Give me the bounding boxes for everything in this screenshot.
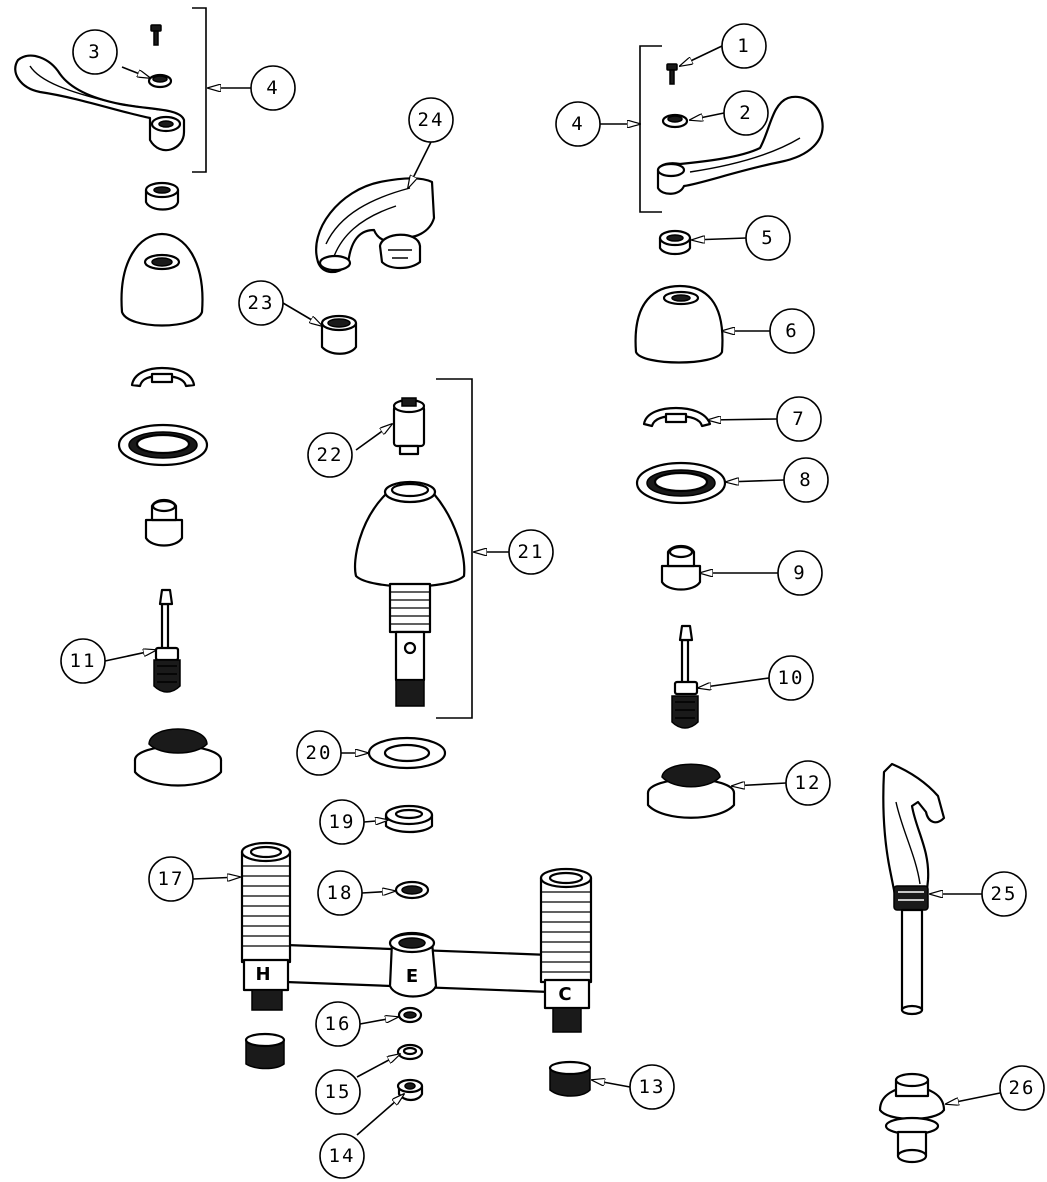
right-coupling-nut: [548, 1060, 592, 1097]
callout-22: 22: [307, 432, 353, 478]
callout-10: 10: [768, 655, 814, 701]
right-insert: [658, 229, 692, 256]
callout-9: 9: [777, 550, 823, 596]
callout-17: 17: [148, 856, 194, 902]
right-escutcheon: [635, 461, 727, 505]
right-screw: [666, 63, 678, 85]
callout-13: 13: [629, 1064, 675, 1110]
spray-head: [882, 762, 946, 1016]
callout-7: 7: [776, 396, 822, 442]
callout-6: 6: [769, 308, 815, 354]
callout-24: 24: [408, 97, 454, 143]
svg-text:6: 6: [785, 320, 798, 342]
right-retaining-clip: [642, 406, 712, 428]
callout-11: 11: [60, 638, 106, 684]
left-cartridge: [153, 588, 181, 693]
svg-text:4: 4: [571, 113, 584, 135]
callout-18: 18: [317, 870, 363, 916]
right-bonnet-nut: [660, 544, 702, 591]
svg-text:2: 2: [739, 102, 752, 124]
svg-text:7: 7: [792, 408, 805, 430]
callout-3: 3: [72, 29, 118, 75]
left-coupling-nut: [244, 1032, 286, 1070]
right-index-button: [661, 113, 689, 129]
center-locknut: [384, 804, 434, 834]
svg-text:15: 15: [325, 1081, 352, 1103]
left-locknut: [133, 728, 223, 787]
callout-14: 14: [319, 1133, 365, 1179]
left-retaining-clip: [130, 366, 196, 388]
hot-mark: H: [255, 964, 270, 985]
svg-text:1: 1: [737, 35, 750, 57]
hose-guide: [878, 1072, 946, 1164]
left-bonnet-nut: [144, 498, 184, 547]
callout-20: 20: [296, 730, 342, 776]
aerator: [320, 314, 358, 355]
callout-8: 8: [783, 457, 829, 503]
right-wrist-blade-handle: [656, 95, 824, 195]
svg-text:16: 16: [325, 1013, 352, 1035]
cold-mark: C: [558, 984, 571, 1005]
svg-text:19: 19: [329, 811, 356, 833]
callout-12: 12: [785, 760, 831, 806]
left-index-button: [147, 73, 173, 89]
left-bonnet-cap: [120, 232, 204, 327]
svg-text:23: 23: [248, 292, 275, 314]
callout-21: 21: [508, 529, 554, 575]
svg-text:4: 4: [266, 77, 279, 99]
left-insert: [144, 181, 180, 211]
diverter-stem: [392, 397, 426, 456]
right-bonnet-cap: [634, 284, 724, 364]
svg-text:21: 21: [518, 541, 545, 563]
left-wrist-blade-handle: [14, 54, 186, 152]
callout-15: 15: [315, 1069, 361, 1115]
svg-text:22: 22: [317, 444, 344, 466]
callout-16: 16: [315, 1001, 361, 1047]
callout-4-left: 4: [250, 65, 296, 111]
svg-text:26: 26: [1009, 1077, 1036, 1099]
center-mark: E: [406, 966, 418, 987]
friction-washer: [367, 736, 447, 770]
right-locknut: [646, 763, 736, 819]
left-screw: [150, 24, 162, 46]
svg-text:13: 13: [639, 1076, 666, 1098]
svg-text:20: 20: [306, 742, 333, 764]
o-ring: [394, 880, 430, 900]
callout-2: 2: [723, 90, 769, 136]
svg-text:25: 25: [991, 883, 1018, 905]
svg-text:10: 10: [778, 667, 805, 689]
spout: [315, 177, 436, 274]
svg-text:3: 3: [88, 41, 101, 63]
svg-text:5: 5: [761, 227, 774, 249]
svg-text:9: 9: [793, 562, 806, 584]
svg-text:8: 8: [799, 469, 812, 491]
callout-5: 5: [745, 215, 791, 261]
svg-text:24: 24: [418, 109, 445, 131]
diverter-bracket: [436, 378, 473, 719]
left-handle-bracket: [192, 7, 207, 173]
small-washer-15: [396, 1043, 424, 1061]
svg-text:14: 14: [329, 1145, 356, 1167]
left-escutcheon: [117, 423, 209, 467]
right-cartridge: [671, 624, 699, 729]
svg-text:18: 18: [327, 882, 354, 904]
callout-19: 19: [319, 799, 365, 845]
small-washer-16: [397, 1006, 423, 1024]
svg-text:17: 17: [158, 868, 185, 890]
callout-4-right: 4: [555, 101, 601, 147]
leader-lines: [104, 45, 1001, 1136]
svg-text:12: 12: [795, 772, 822, 794]
spray-diverter-body: [353, 480, 466, 707]
callout-26: 26: [999, 1065, 1045, 1111]
right-handle-bracket: [639, 45, 662, 213]
callout-1: 1: [721, 23, 767, 69]
callout-23: 23: [238, 280, 284, 326]
callout-25: 25: [981, 871, 1027, 917]
svg-text:11: 11: [70, 650, 97, 672]
faucet-body: E H C: [240, 841, 593, 1033]
